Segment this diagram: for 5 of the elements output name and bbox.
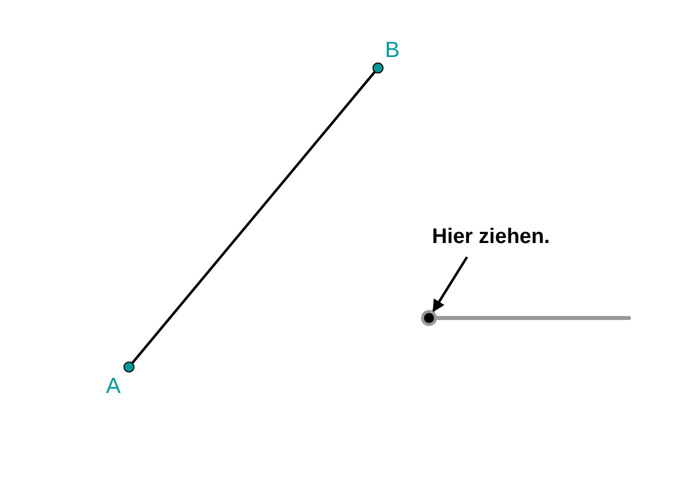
line-segment bbox=[131, 71, 376, 364]
instruction-text: Hier ziehen. bbox=[432, 225, 550, 249]
point-label: A bbox=[106, 374, 121, 398]
point-label: B bbox=[385, 38, 400, 62]
arrow bbox=[432, 256, 468, 312]
